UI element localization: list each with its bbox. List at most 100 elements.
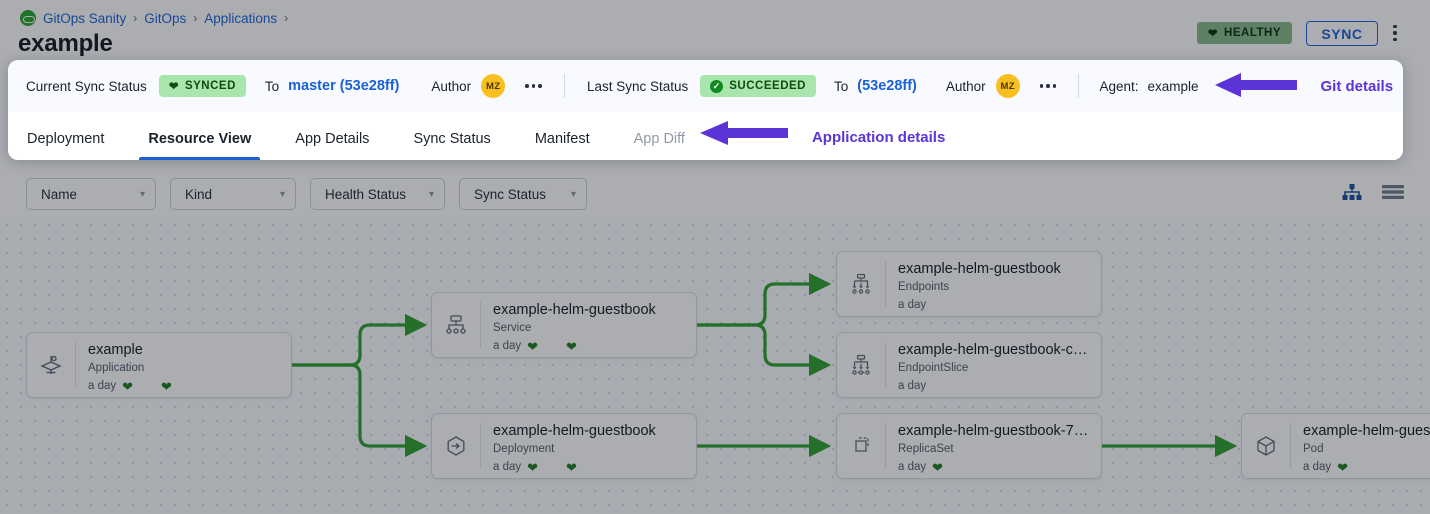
git-details-annotation: Git details [1320,77,1394,95]
sync-heart-icon: ❤ [161,378,172,394]
agent-label: Agent: [1099,78,1139,94]
left-arrow-icon [1214,72,1297,101]
check-circle-icon: ✓ [710,79,724,93]
health-badge-label: HEALTHY [1224,27,1281,39]
filter-kind-label: Kind [185,186,213,202]
endpoints-icon [837,252,885,316]
list-view-icon[interactable] [1382,184,1404,207]
tab-bar: Deployment Resource View App Details Syn… [8,112,1403,160]
filter-name[interactable]: Name ▾ [26,178,156,210]
graph-node-service[interactable]: example-helm-guestbook Service a day ❤ ❤ [431,292,697,358]
node-age: a day [898,380,927,392]
node-age: a day [898,461,927,473]
current-sync-ellipsis-icon[interactable] [525,84,542,88]
kebab-menu-icon[interactable] [1386,22,1404,44]
heart-icon: ❤ [1207,28,1219,40]
header-bar: GitOps Sanity › GitOps › Applications › … [0,0,1430,60]
node-kind: Deployment [493,443,555,455]
health-heart-icon: ❤ [932,459,944,475]
breadcrumb-item-gitops-sanity[interactable]: GitOps Sanity [43,10,127,26]
health-heart-icon: ❤ [527,459,539,475]
chevron-down-icon: ▾ [279,188,285,200]
view-toggle-group [1342,184,1404,207]
avatar: MZ [481,74,506,98]
graph-node-replicaset[interactable]: example-helm-guestbook-74… ReplicaSet a … [836,413,1102,479]
filter-health-status[interactable]: Health Status ▾ [310,178,445,210]
graph-node-endpoints[interactable]: example-helm-guestbook Endpoints a day [836,251,1102,317]
left-arrow-icon [699,120,788,151]
tab-resource-view[interactable]: Resource View [139,131,261,160]
divider [1078,74,1080,98]
succeeded-badge-label: SUCCEEDED [729,80,806,92]
tab-app-details[interactable]: App Details [295,131,370,147]
health-heart-icon: ❤ [122,378,134,394]
tab-manifest[interactable]: Manifest [534,131,590,147]
synced-badge-label: SYNCED [184,80,236,92]
node-kind: Service [493,322,532,334]
current-sync-status-label: Current Sync Status [26,78,147,94]
node-kind: Endpoints [898,281,950,293]
breadcrumb: GitOps Sanity › GitOps › Applications › [20,10,288,26]
heart-icon: ❤ [168,81,179,93]
last-sync-status-label: Last Sync Status [586,78,689,94]
chevron-down-icon: ▾ [139,188,145,200]
current-sync-revision-link[interactable]: master (53e28ff) [288,78,400,94]
tab-deployment[interactable]: Deployment [27,131,105,147]
node-kind: EndpointSlice [898,362,969,374]
node-age: a day [88,380,117,392]
sync-heart-icon: ❤ [566,459,577,475]
service-icon [432,293,480,357]
filter-sync-status-label: Sync Status [474,186,547,202]
tab-sync-status[interactable]: Sync Status [413,131,491,147]
node-kind: Pod [1303,443,1324,455]
status-badge-synced: ❤ SYNCED [158,75,246,97]
last-sync-ellipsis-icon[interactable] [1039,84,1057,88]
graph-node-pod[interactable]: example-helm-guest Pod a day ❤ [1241,413,1430,479]
status-badge-health: ❤ HEALTHY [1196,22,1292,44]
agent-value: example [1147,78,1199,94]
page-title: example [18,30,113,57]
breadcrumb-item-applications[interactable]: Applications [204,10,278,26]
application-details-annotation: Application details [811,129,946,146]
last-sync-revision-link[interactable]: (53e28ff) [857,78,917,94]
filter-name-label: Name [41,186,78,202]
graph-node-deployment[interactable]: example-helm-guestbook Deployment a day … [431,413,697,479]
resource-graph-canvas[interactable]: example Application a day ❤ ❤ example-he… [0,218,1430,514]
application-icon [27,333,75,397]
last-sync-to-label: To [833,78,849,94]
breadcrumb-separator-icon: › [193,11,198,25]
graph-node-endpointslice[interactable]: example-helm-guestbook-ct… EndpointSlice… [836,332,1102,398]
node-kind: ReplicaSet [898,443,954,455]
tab-app-diff[interactable]: App Diff [633,131,685,147]
health-heart-icon: ❤ [527,338,539,354]
node-age: a day [493,340,522,352]
filter-health-status-label: Health Status [325,186,407,202]
breadcrumb-item-gitops[interactable]: GitOps [144,10,187,26]
last-sync-author-label: Author [945,78,986,94]
graph-node-application[interactable]: example Application a day ❤ ❤ [26,332,292,398]
chevron-down-icon: ▾ [428,188,434,200]
breadcrumb-separator-icon: › [133,11,138,25]
chevron-down-icon: ▾ [570,188,576,200]
breadcrumb-separator-icon: › [284,11,289,25]
node-age: a day [1303,461,1332,473]
avatar: MZ [995,74,1020,98]
divider [563,74,565,98]
sync-status-bar: Current Sync Status ❤ SYNCED To master (… [8,60,1403,112]
health-heart-icon: ❤ [1337,459,1349,475]
filter-sync-status[interactable]: Sync Status ▾ [459,178,587,210]
deployment-icon [432,414,480,478]
gitops-logo-icon [20,10,36,26]
replicaset-icon [837,414,885,478]
node-kind: Application [88,362,145,374]
node-age: a day [493,461,522,473]
filter-kind[interactable]: Kind ▾ [170,178,296,210]
status-badge-succeeded: ✓ SUCCEEDED [700,75,816,97]
sync-button[interactable]: SYNC [1306,21,1378,46]
node-age: a day [898,299,927,311]
sync-heart-icon: ❤ [566,338,577,354]
highlighted-details-panel: Current Sync Status ❤ SYNCED To master (… [8,60,1403,160]
endpointslice-icon [837,333,885,397]
tree-view-icon[interactable] [1342,184,1362,207]
